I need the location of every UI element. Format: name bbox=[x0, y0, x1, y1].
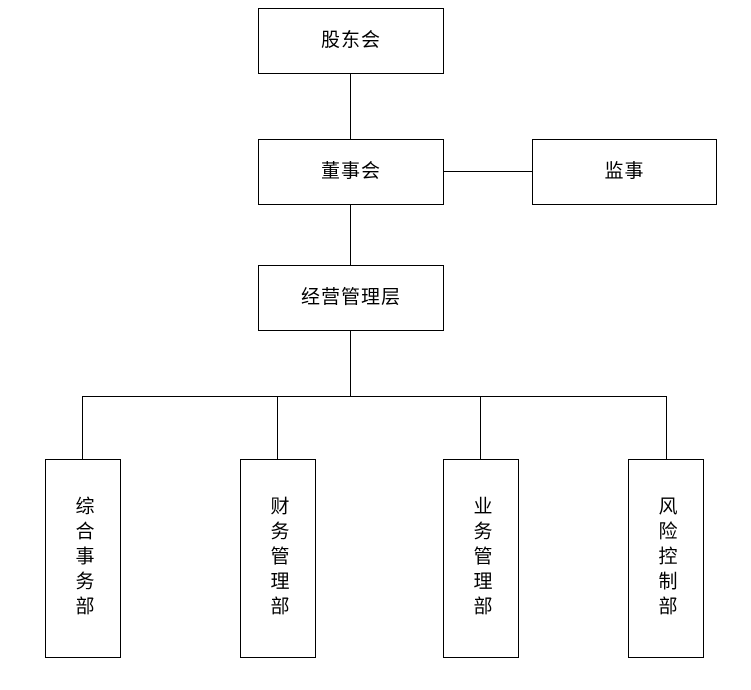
node-management[interactable]: 经营管理层 bbox=[258, 265, 444, 331]
node-shareholders[interactable]: 股东会 bbox=[258, 8, 444, 74]
node-general-affairs[interactable]: 综合事务部 bbox=[45, 459, 121, 658]
node-finance[interactable]: 财务管理部 bbox=[240, 459, 316, 658]
connector-board-to-management bbox=[350, 205, 351, 265]
node-board[interactable]: 董事会 bbox=[258, 139, 444, 205]
connector-drop-finance bbox=[277, 396, 278, 459]
node-supervisor[interactable]: 监事 bbox=[532, 139, 717, 205]
connector-drop-general-affairs bbox=[82, 396, 83, 459]
connector-drop-business bbox=[480, 396, 481, 459]
connector-management-trunk bbox=[350, 331, 351, 396]
connector-board-to-supervisor bbox=[444, 171, 532, 172]
connector-departments-bus bbox=[82, 396, 667, 397]
connector-drop-risk-control bbox=[666, 396, 667, 459]
node-risk-control[interactable]: 风险控制部 bbox=[628, 459, 704, 658]
connector-shareholders-to-board bbox=[350, 74, 351, 139]
node-business[interactable]: 业务管理部 bbox=[443, 459, 519, 658]
